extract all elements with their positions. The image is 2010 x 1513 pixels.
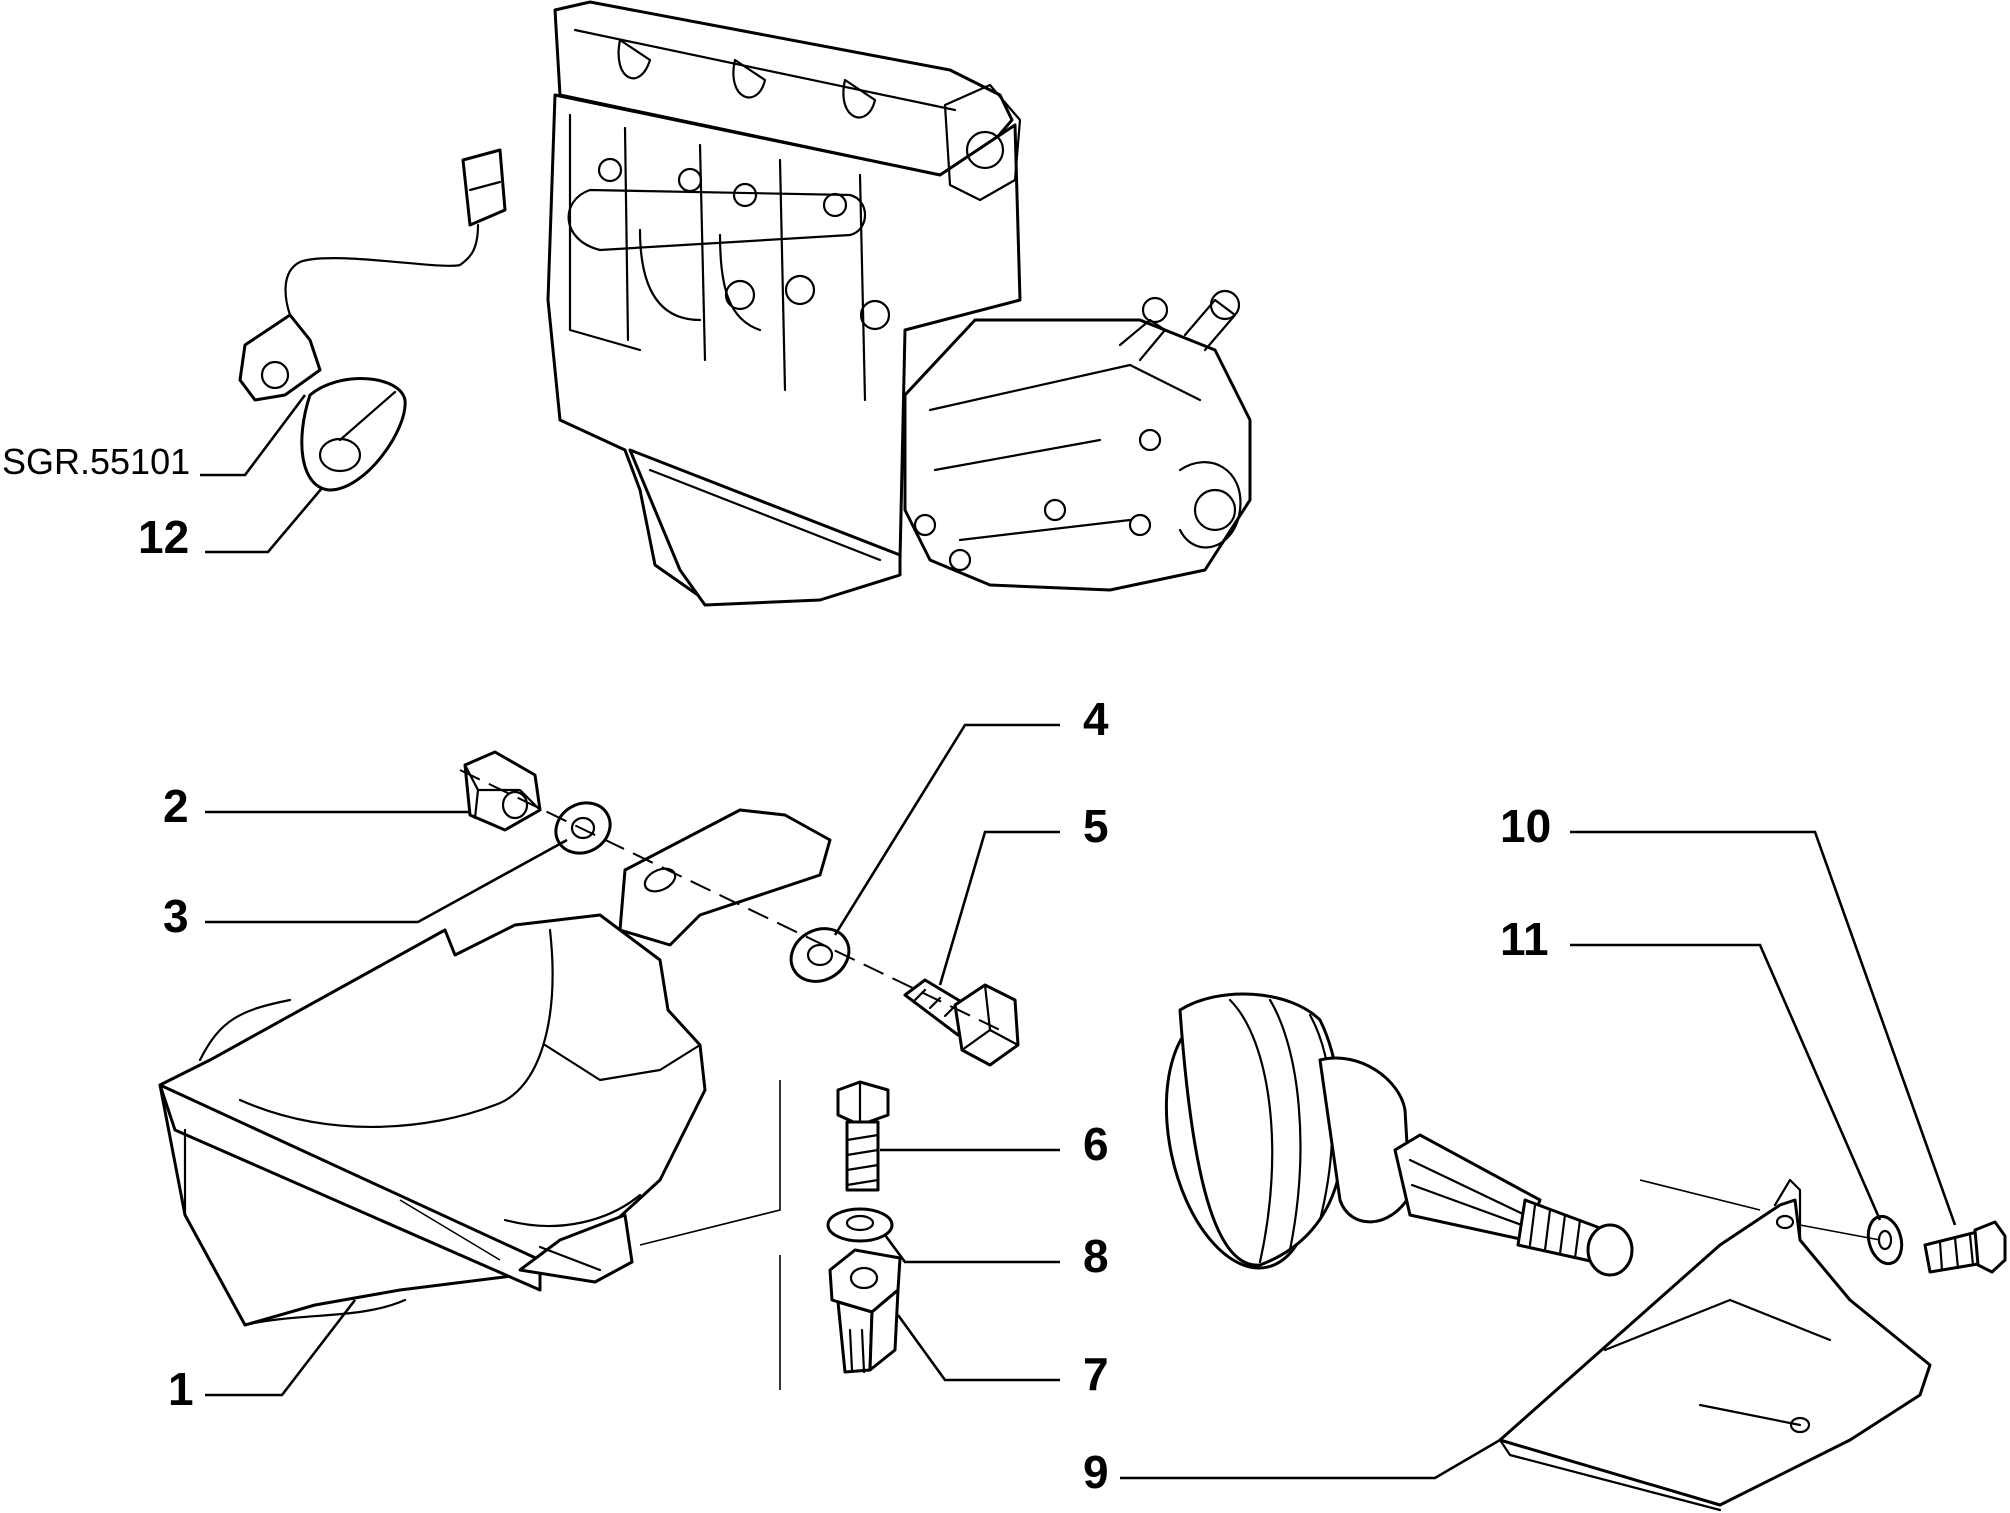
callout-12: 12 xyxy=(138,511,189,563)
guard-part-1 xyxy=(158,808,832,1327)
callout-4: 4 xyxy=(1083,693,1109,745)
engine-gearbox-assembly xyxy=(546,0,1252,607)
reference-code-label: SGR.55101 xyxy=(2,441,190,482)
callout-10: 10 xyxy=(1500,800,1551,852)
heat-shield-part-9 xyxy=(1498,1178,1932,1512)
washer-part-11 xyxy=(1866,1214,1904,1266)
callout-6: 6 xyxy=(1083,1118,1109,1170)
callout-labels: SGR.55101 12 2 3 4 5 6 8 7 1 9 10 11 xyxy=(2,441,1551,1498)
bolt-part-6 xyxy=(836,1080,890,1192)
cv-joint-boot xyxy=(1164,992,1634,1277)
bolt-part-10 xyxy=(1923,1220,2007,1274)
callout-7: 7 xyxy=(1083,1348,1109,1400)
washer-part-4 xyxy=(789,927,851,983)
leader-lines xyxy=(200,394,1957,1480)
callout-5: 5 xyxy=(1083,800,1109,852)
grommet-part-12 xyxy=(300,377,407,492)
callout-8: 8 xyxy=(1083,1230,1109,1282)
callout-1: 1 xyxy=(168,1363,194,1415)
washer-part-8 xyxy=(826,1207,894,1243)
callout-11: 11 xyxy=(1500,913,1549,965)
washer-part-3 xyxy=(554,801,612,855)
assembly-axis-lines xyxy=(459,769,1881,1390)
clip-part-7 xyxy=(828,1248,902,1374)
sensor-with-connector xyxy=(238,148,507,402)
callout-2: 2 xyxy=(163,780,189,832)
callout-3: 3 xyxy=(163,890,189,942)
callout-9: 9 xyxy=(1083,1446,1109,1498)
